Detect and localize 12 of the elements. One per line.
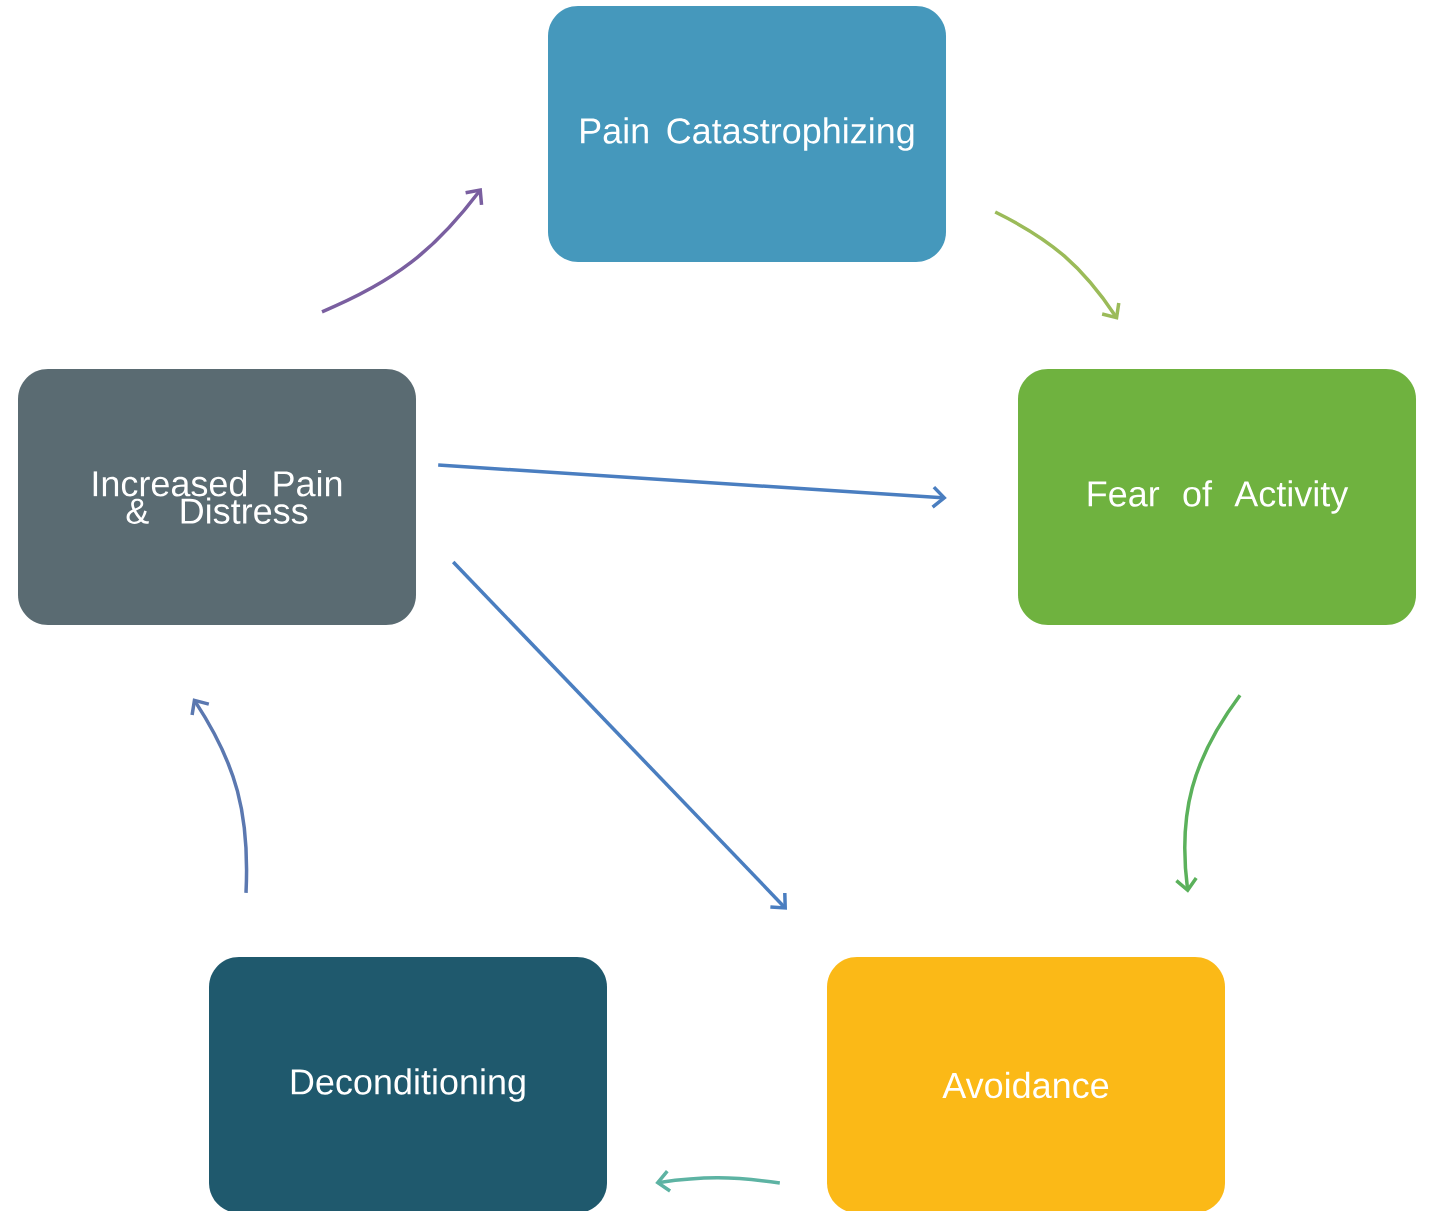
process-box: Avoidance	[827, 957, 1225, 1211]
arrow	[190, 698, 249, 893]
arrow	[994, 210, 1121, 320]
process-box: Deconditioning	[209, 957, 607, 1211]
process-box: Fear of Activity	[1018, 369, 1416, 625]
arrow	[321, 188, 484, 314]
process-box: Pain Catastrophizing	[548, 6, 946, 262]
arrow	[451, 560, 787, 910]
process-box: Increased Pain & Distress	[18, 369, 416, 625]
arrow	[438, 463, 947, 509]
arrow	[1175, 694, 1242, 893]
arrow	[655, 1170, 781, 1193]
